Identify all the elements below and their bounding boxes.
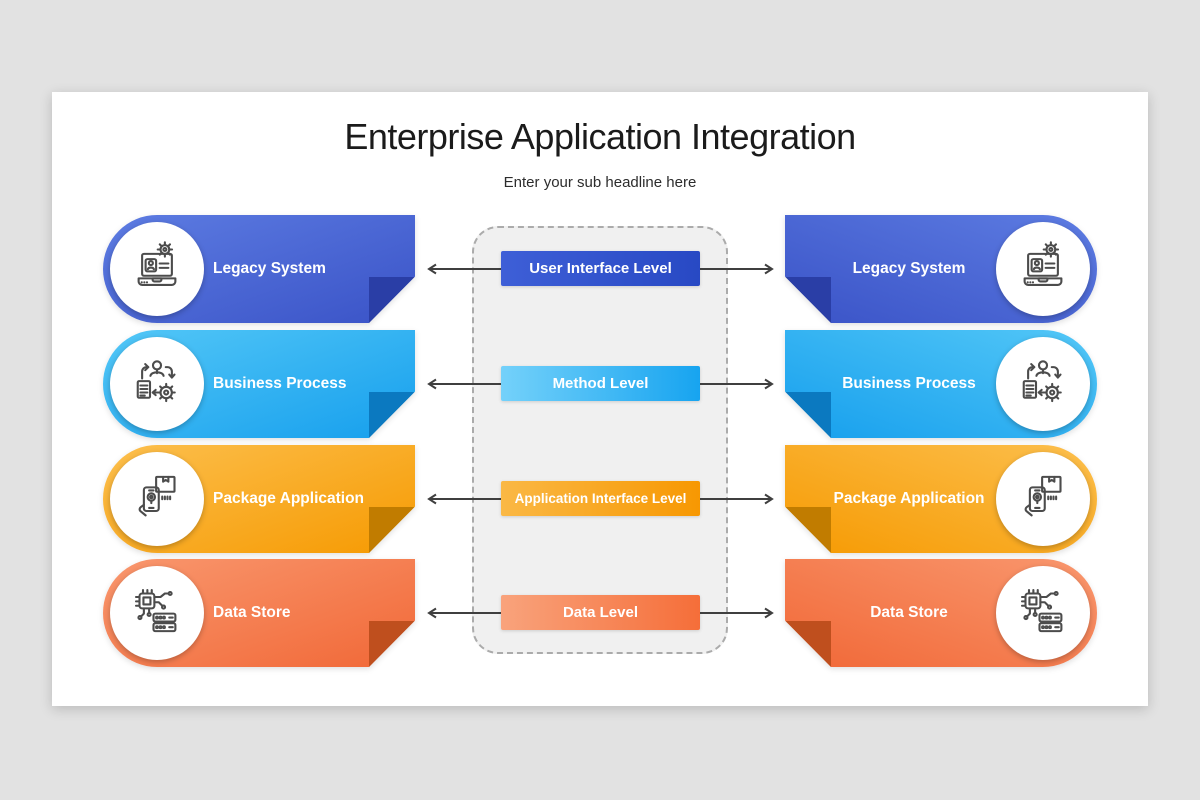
- icon-circle: [110, 566, 204, 660]
- left-shape-legacy-system: Legacy System: [103, 215, 415, 323]
- row-legacy-system: Legacy System User Interface Level: [0, 215, 1200, 323]
- page-subtitle: Enter your sub headline here: [503, 174, 697, 191]
- level-bar-method: Method Level: [501, 366, 700, 401]
- icon-circle: [996, 222, 1090, 316]
- row-business-process: Business Process Method Level: [0, 330, 1200, 438]
- icon-circle: [110, 452, 204, 546]
- left-arrow: [427, 263, 501, 275]
- level-bar-application-interface: Application Interface Level: [501, 481, 700, 516]
- left-shape-data-store: Data Store: [103, 559, 415, 667]
- legacy-system-icon: [129, 239, 185, 300]
- package-application-icon: [129, 469, 185, 530]
- package-application-icon: [1015, 469, 1071, 530]
- icon-circle: [110, 337, 204, 431]
- left-shape-business-process: Business Process: [103, 330, 415, 438]
- level-bar-user-interface: User Interface Level: [501, 251, 700, 286]
- business-process-icon: [129, 354, 185, 415]
- row-data-store: Data Store Data Level: [0, 559, 1200, 667]
- right-arrow: [700, 607, 774, 619]
- shape-label: Data Store: [213, 603, 291, 621]
- shape-label: Data Store: [870, 603, 948, 621]
- legacy-system-icon: [1015, 239, 1071, 300]
- shape-label: Business Process: [842, 374, 976, 392]
- right-shape-business-process: Business Process: [785, 330, 1097, 438]
- right-arrow: [700, 493, 774, 505]
- right-shape-legacy-system: Legacy System: [785, 215, 1097, 323]
- right-shape-package-application: Package Application: [785, 445, 1097, 553]
- folded-corner: [369, 620, 415, 667]
- right-arrow: [700, 378, 774, 390]
- folded-corner: [785, 276, 831, 323]
- folded-corner: [785, 506, 831, 553]
- icon-circle: [996, 566, 1090, 660]
- right-arrow: [700, 263, 774, 275]
- integration-levels-panel: [472, 226, 728, 654]
- business-process-icon: [1015, 354, 1071, 415]
- right-shape-data-store: Data Store: [785, 559, 1097, 667]
- left-arrow: [427, 378, 501, 390]
- shape-label: Package Application: [833, 489, 985, 507]
- level-bar-label: Application Interface Level: [514, 491, 687, 506]
- shape-label: Package Application: [213, 489, 365, 507]
- icon-circle: [996, 337, 1090, 431]
- icon-circle: [110, 222, 204, 316]
- folded-corner: [785, 391, 831, 438]
- left-arrow: [427, 493, 501, 505]
- left-arrow: [427, 607, 501, 619]
- icon-circle: [996, 452, 1090, 546]
- row-package-application: Package Application Application Interfac…: [0, 445, 1200, 553]
- folded-corner: [369, 506, 415, 553]
- shape-label: Business Process: [213, 374, 347, 392]
- page-title: Enterprise Application Integration: [344, 116, 856, 157]
- left-shape-package-application: Package Application: [103, 445, 415, 553]
- data-store-icon: [129, 583, 185, 644]
- shape-label: Legacy System: [213, 259, 326, 277]
- shape-label: Legacy System: [852, 259, 966, 277]
- level-bar-label: Data Level: [562, 604, 639, 621]
- folded-corner: [785, 620, 831, 667]
- level-bar-label: User Interface Level: [529, 260, 672, 277]
- level-bar-data: Data Level: [501, 595, 700, 630]
- data-store-icon: [1015, 583, 1071, 644]
- level-bar-label: Method Level: [552, 375, 649, 392]
